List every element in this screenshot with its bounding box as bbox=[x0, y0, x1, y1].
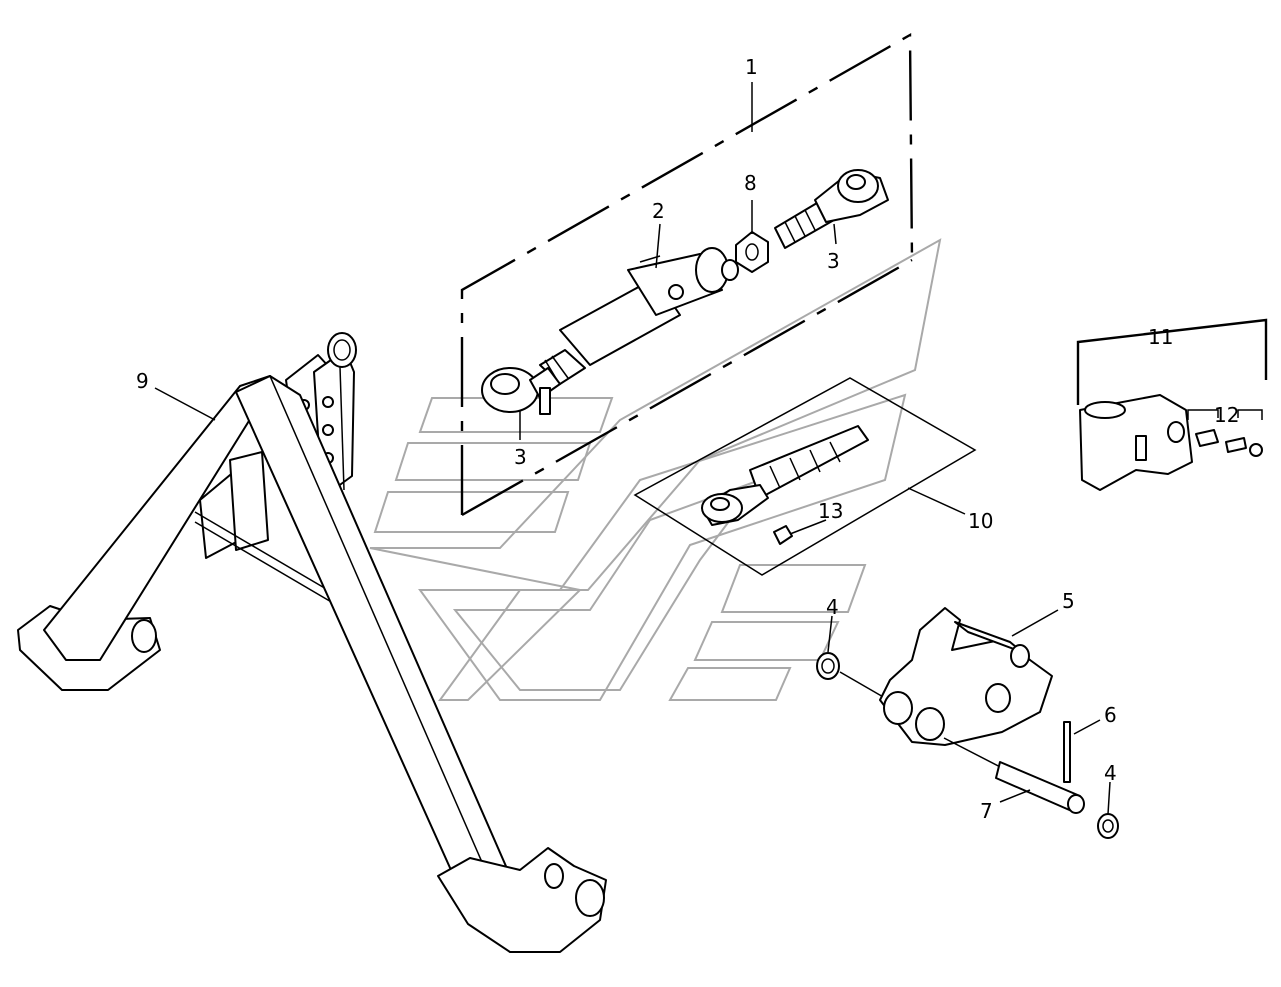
callout-4-right: 4 bbox=[1104, 761, 1117, 785]
callout-13: 13 bbox=[818, 499, 843, 523]
callout-3-front: 3 bbox=[514, 445, 527, 469]
callout-12: 12 bbox=[1214, 403, 1239, 427]
callout-4-left: 4 bbox=[826, 595, 839, 619]
callout-labels: 1 2 3 3 4 4 5 6 7 8 9 10 11 12 13 bbox=[136, 55, 1239, 823]
leader-lines bbox=[154, 82, 1111, 815]
coupling-yoke-group bbox=[1076, 318, 1268, 491]
rod-end-kit bbox=[633, 377, 977, 576]
callout-2: 2 bbox=[652, 199, 665, 223]
callout-6: 6 bbox=[1104, 703, 1117, 727]
callout-3-rear: 3 bbox=[827, 249, 840, 273]
callout-1: 1 bbox=[745, 55, 758, 79]
callout-10: 10 bbox=[968, 509, 993, 533]
callout-9: 9 bbox=[136, 369, 149, 393]
callout-8: 8 bbox=[744, 171, 757, 195]
bracket-pin-group bbox=[816, 607, 1119, 839]
top-link-group bbox=[460, 32, 914, 517]
callout-11: 11 bbox=[1148, 325, 1173, 349]
callout-5: 5 bbox=[1062, 589, 1075, 613]
a-frame-part bbox=[17, 332, 607, 953]
callout-7: 7 bbox=[980, 799, 993, 823]
